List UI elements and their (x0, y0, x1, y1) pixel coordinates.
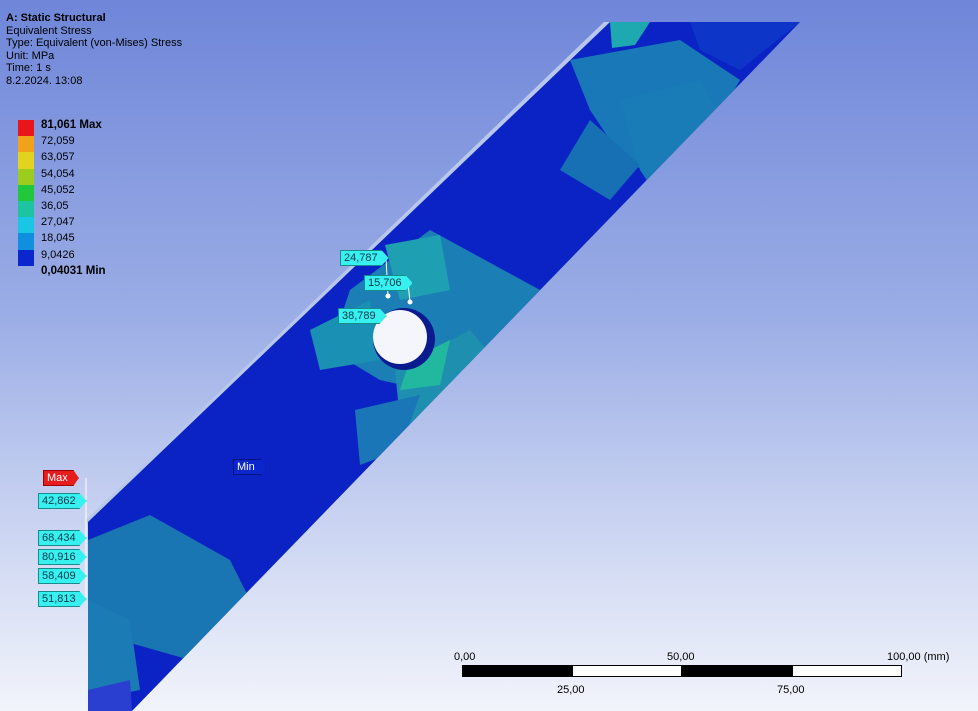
probe-label[interactable]: 68,434 (38, 530, 87, 546)
result-name: Equivalent Stress (6, 24, 92, 37)
probe-value: Min (233, 459, 266, 475)
legend-swatch (18, 168, 34, 185)
result-time: Time: 1 s (6, 62, 51, 74)
legend-min: 0,04031 Min (41, 264, 106, 277)
result-date: 8.2.2024. 13:08 (6, 74, 83, 87)
probe-label[interactable]: 38,789 (338, 308, 387, 324)
scale-segment (462, 665, 572, 677)
probe-value: 80,916 (38, 549, 87, 565)
scale-label-50: 50,00 (667, 651, 695, 663)
probe-value: 68,434 (38, 530, 87, 546)
min-probe-label[interactable]: Min (233, 459, 266, 475)
scale-label-75: 75,00 (777, 684, 805, 696)
scale-segment (572, 665, 682, 677)
probe-value: 42,862 (38, 493, 87, 509)
probe-label[interactable]: 58,409 (38, 568, 87, 584)
legend-swatch (18, 184, 34, 201)
probe-value: Max (43, 470, 79, 486)
legend-level: 45,052 (41, 183, 75, 196)
scale-label-0: 0,00 (454, 651, 476, 663)
legend-swatch (18, 136, 34, 153)
legend-swatches (18, 120, 34, 266)
probe-value: 58,409 (38, 568, 87, 584)
stress-contours (88, 22, 800, 711)
legend-swatch (18, 200, 34, 218)
probe-value: 51,813 (38, 591, 87, 607)
legend-swatch (18, 217, 34, 234)
legend-level: 27,047 (41, 216, 75, 229)
legend-max: 81,061 Max (41, 119, 102, 131)
legend-level: 36,05 (41, 200, 69, 213)
probe-value: 38,789 (338, 308, 387, 324)
legend-swatch (18, 120, 34, 137)
probe-label[interactable]: 24,787 (340, 250, 389, 266)
legend-level: 9,0426 (41, 248, 75, 261)
scale-label-25: 25,00 (557, 684, 585, 696)
result-type: Type: Equivalent (von-Mises) Stress (6, 37, 183, 49)
probe-value: 15,706 (364, 275, 413, 291)
legend-level: 18,045 (41, 232, 75, 245)
legend-level: 63,057 (41, 151, 75, 164)
scale-ruler: 0,00 50,00 100,00 (mm) 25,00 75,00 (454, 651, 949, 701)
legend-swatch (18, 249, 34, 266)
result-header: A: Static Structural Equivalent Stress T… (6, 12, 182, 87)
analysis-title: A: Static Structural (6, 12, 106, 24)
probe-label[interactable]: 42,862 (38, 493, 87, 509)
legend-level: 72,059 (41, 135, 75, 148)
probe-label[interactable]: 80,916 (38, 549, 87, 565)
probe-label[interactable]: 51,813 (38, 591, 87, 607)
scale-segment (682, 665, 792, 677)
legend-swatch (18, 152, 34, 169)
result-unit: Unit: MPa (6, 49, 55, 62)
legend-swatch (18, 233, 34, 250)
max-probe-label[interactable]: Max (43, 470, 79, 486)
legend-labels: 81,061 Max 72,059 63,057 54,054 45,052 3… (41, 117, 106, 279)
probe-label[interactable]: 15,706 (364, 275, 413, 291)
scale-label-100: 100,00 (mm) (887, 651, 950, 663)
probe-value: 24,787 (340, 250, 389, 266)
hole[interactable] (373, 310, 427, 364)
scale-segment (792, 665, 902, 677)
legend-level: 54,054 (41, 167, 75, 180)
